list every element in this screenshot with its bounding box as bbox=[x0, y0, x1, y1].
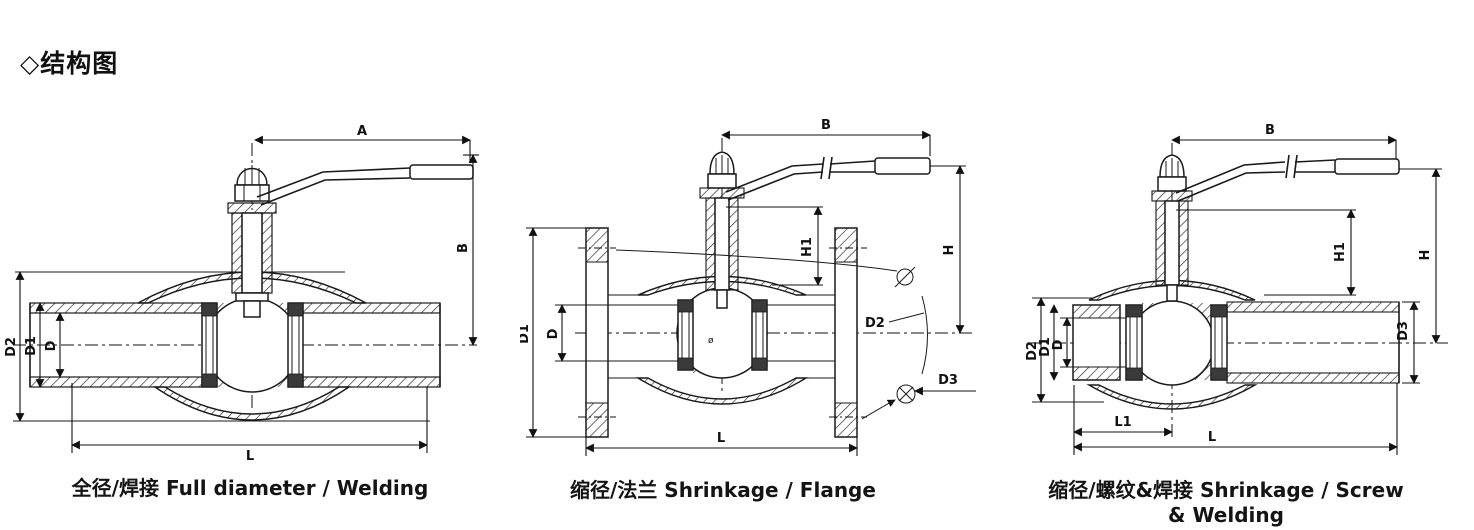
dim-D2: D2 bbox=[1025, 297, 1046, 403]
dim-H: H bbox=[1399, 168, 1442, 344]
dim-label-l: L bbox=[717, 431, 725, 446]
dim-label-h: H bbox=[1418, 250, 1433, 261]
stem-assembly bbox=[227, 165, 277, 318]
caption-shrinkage-screw-welding: 缩径/螺纹&焊接 Shrinkage / Screw & Welding bbox=[1048, 478, 1404, 527]
flange-right bbox=[829, 227, 867, 438]
dim-label-h1: H1 bbox=[1333, 242, 1348, 262]
dim-label-h: H bbox=[942, 245, 957, 256]
dim-label-d3: D3 bbox=[938, 373, 958, 388]
dim-H: H bbox=[930, 165, 966, 334]
dim-D1: D1 bbox=[1038, 304, 1059, 381]
stem-assembly bbox=[1151, 154, 1193, 302]
dim-label-d: D bbox=[44, 340, 59, 351]
handle bbox=[256, 164, 474, 206]
dim-B: B bbox=[1171, 123, 1397, 159]
dim-label-d1: D1 bbox=[24, 336, 39, 356]
dim-L: L bbox=[71, 383, 428, 464]
page-title: ◇结构图 bbox=[20, 49, 119, 78]
dim-D3: D3 bbox=[1396, 301, 1420, 384]
seat-left bbox=[677, 299, 694, 371]
dim-B: B bbox=[721, 118, 931, 156]
dim-D1: D1 bbox=[24, 302, 45, 388]
dim-D: D bbox=[1051, 317, 1072, 368]
stem-assembly bbox=[699, 151, 745, 309]
ball-center-mark: ø bbox=[708, 336, 714, 346]
dim-label-b: B bbox=[1265, 123, 1275, 138]
valve-diagram-full-welding: A B D2 D1 D L bbox=[5, 124, 479, 464]
dim-label-l: L bbox=[246, 449, 254, 464]
dim-label-d1: D1 bbox=[1038, 337, 1053, 357]
annotation-D2: D2 bbox=[615, 249, 928, 375]
annotation-D3: D3 bbox=[861, 373, 976, 420]
dim-L: L bbox=[1073, 383, 1398, 455]
dim-A: A bbox=[254, 124, 471, 163]
dim-B: B bbox=[456, 154, 479, 346]
dim-label-l1: L1 bbox=[1114, 415, 1131, 430]
threaded-socket bbox=[1060, 304, 1126, 381]
valve-diagram-shrinkage-screw-welding: B H H1 D3 D2 D1 D L1 L bbox=[1025, 123, 1448, 455]
pipe-walls bbox=[555, 294, 835, 379]
dim-H1: H1 bbox=[726, 206, 823, 286]
dim-label-d2: D2 bbox=[865, 316, 885, 331]
valve-body bbox=[635, 275, 809, 405]
dim-label-d1: D1 bbox=[520, 324, 532, 344]
dim-label-h1: H1 bbox=[800, 237, 815, 257]
seat-left bbox=[201, 302, 218, 388]
valve-diagram-shrinkage-flange: ø B bbox=[520, 118, 976, 456]
dim-label-d2: D2 bbox=[5, 337, 19, 357]
dim-D: D bbox=[546, 304, 567, 362]
flange-left bbox=[578, 227, 616, 438]
dim-D: D bbox=[44, 312, 65, 378]
caption-full-welding: 全径/焊接 Full diameter / Welding bbox=[71, 476, 429, 500]
dim-D2: D2 bbox=[5, 271, 25, 422]
seat-left bbox=[1125, 304, 1143, 381]
dim-label-d: D bbox=[1051, 339, 1066, 350]
dim-label-d: D bbox=[546, 328, 561, 339]
seat-right bbox=[287, 302, 304, 388]
welded-pipe bbox=[1226, 301, 1400, 384]
dim-label-a: A bbox=[357, 124, 367, 139]
seat-right bbox=[751, 299, 768, 371]
dim-label-d2: D2 bbox=[1025, 341, 1040, 361]
dim-label-b: B bbox=[821, 118, 831, 133]
seat-right bbox=[1210, 304, 1228, 381]
dim-label-l: L bbox=[1208, 430, 1216, 445]
handle bbox=[725, 156, 931, 201]
dim-D1: D1 bbox=[520, 227, 586, 438]
handle bbox=[1175, 154, 1400, 202]
dim-label-b: B bbox=[456, 243, 471, 253]
valve-body bbox=[1032, 279, 1258, 410]
dim-label-d3: D3 bbox=[1396, 321, 1411, 341]
caption-shrinkage-flange: 缩径/法兰 Shrinkage / Flange bbox=[570, 478, 876, 502]
dim-L: L bbox=[585, 431, 858, 456]
dim-H1: H1 bbox=[1176, 209, 1356, 296]
